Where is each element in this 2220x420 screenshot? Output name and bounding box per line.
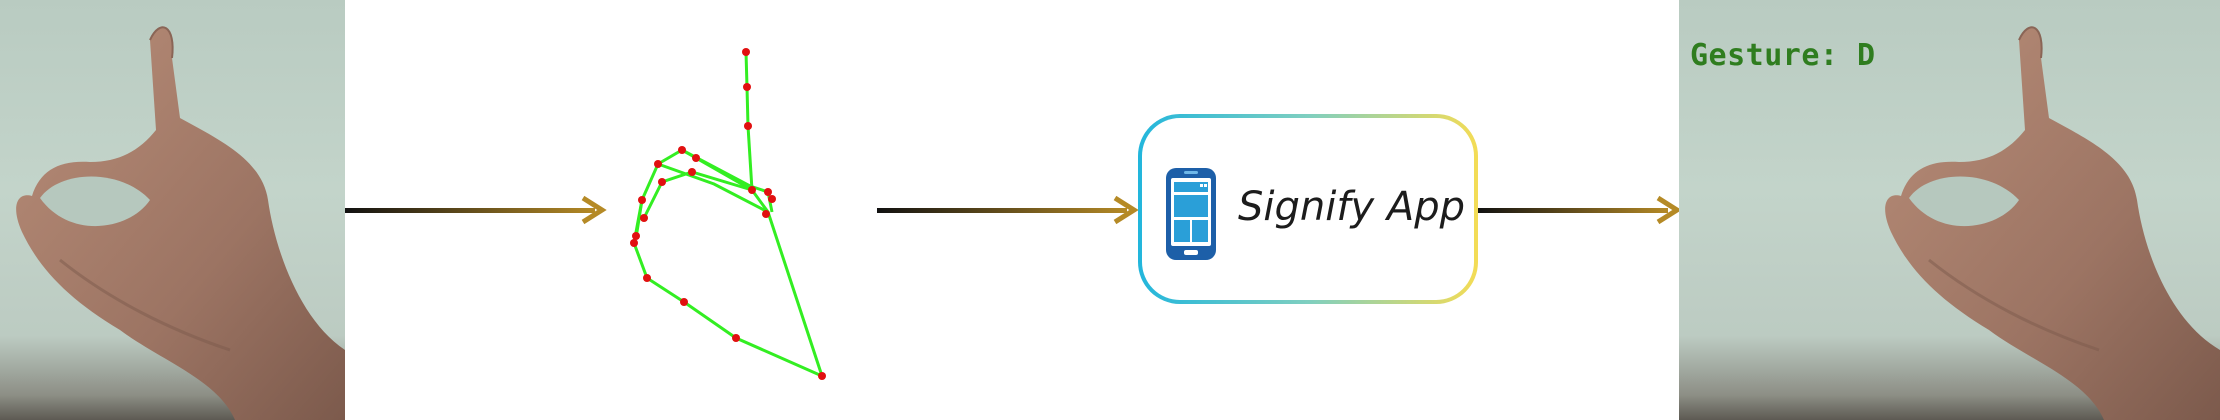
- hand-landmark-skeleton: [630, 48, 826, 380]
- hand-illustration-left: [16, 26, 345, 420]
- arrow-landmarks-to-app: [877, 195, 1139, 225]
- skeleton-lines: [632, 51, 824, 378]
- output-hand-photo: Gesture: D: [1679, 0, 2220, 420]
- input-hand-photo: [0, 0, 345, 420]
- landmark-points: [630, 48, 826, 380]
- gesture-prediction-label: Gesture: D: [1690, 38, 1876, 73]
- signify-app-box: Signify App: [1138, 114, 1478, 304]
- app-title: Signify App: [1238, 184, 1465, 230]
- mobile-phone-icon: [1166, 168, 1216, 260]
- hand-illustration-right: [1885, 26, 2220, 420]
- arrow-photo-to-landmarks: [345, 195, 607, 225]
- arrow-app-to-result: [1478, 195, 1682, 225]
